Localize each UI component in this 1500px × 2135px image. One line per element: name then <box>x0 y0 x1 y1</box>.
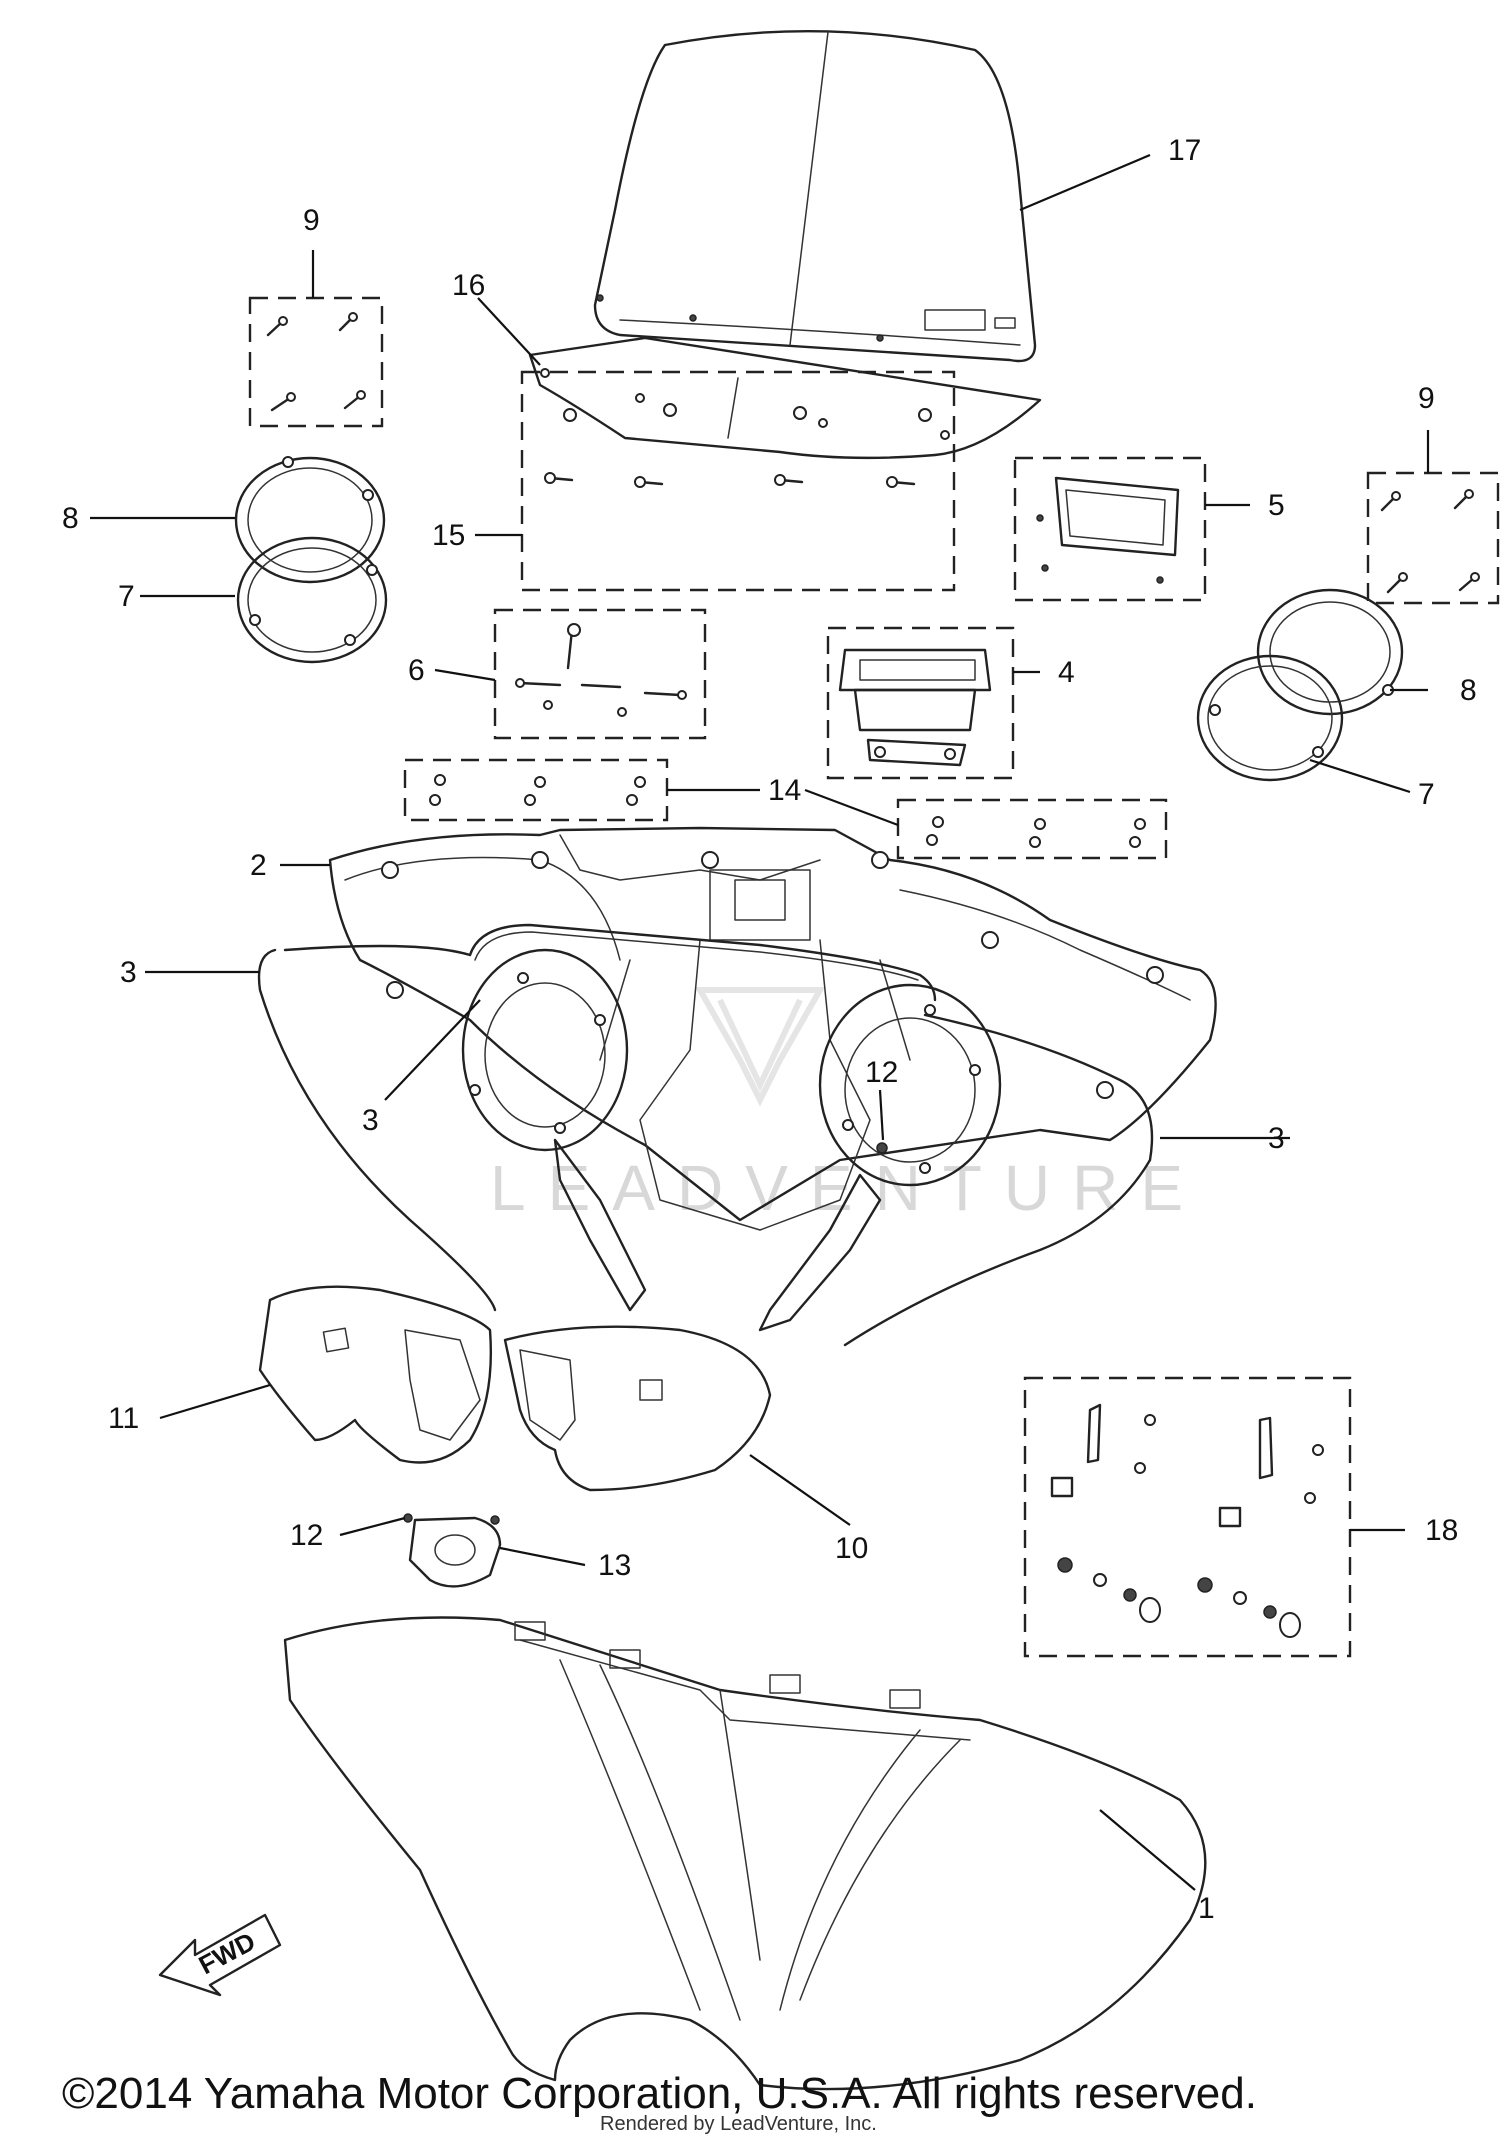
callout-10: 10 <box>835 1532 868 1565</box>
speaker-ring-part-7-right[interactable] <box>1196 654 1344 782</box>
callout-18: 18 <box>1425 1514 1458 1547</box>
callout-13: 13 <box>598 1549 631 1582</box>
seal-part-3-center[interactable] <box>468 923 937 1002</box>
hardware-18 <box>1050 1403 1324 1638</box>
fasteners-14-right <box>926 816 1146 848</box>
hardware-group-18[interactable] <box>1023 1376 1352 1658</box>
callout-8-left: 8 <box>62 502 79 535</box>
callout-9-right: 9 <box>1418 382 1435 415</box>
fwd-label: FWD <box>194 1926 260 1980</box>
bezel-group-5[interactable] <box>1013 456 1207 602</box>
callout-12-upper: 12 <box>865 1056 898 1089</box>
fasteners-14-left <box>429 774 646 806</box>
copyright-notice: ©2014 Yamaha Motor Corporation, U.S.A. A… <box>62 2069 1257 2118</box>
screws-9-left <box>266 312 366 412</box>
rendered-by-notice: Rendered by LeadVenture, Inc. <box>600 2113 877 2135</box>
fasteners-6 <box>515 623 687 717</box>
mount-plate-part-13[interactable] <box>403 1513 502 1588</box>
callout-3-left: 3 <box>120 956 137 989</box>
screws-9-right <box>1380 489 1480 594</box>
fastener-group-15[interactable] <box>520 370 956 592</box>
callout-15: 15 <box>432 519 465 552</box>
seal-part-3-left[interactable] <box>257 944 497 1312</box>
left-speaker-housing <box>461 948 647 1312</box>
speaker-ring-part-8-right[interactable] <box>1256 588 1404 716</box>
inner-fairing-part-2[interactable] <box>328 826 1217 1231</box>
callout-1: 1 <box>1198 1892 1215 1925</box>
fastener-group-14-left[interactable] <box>403 758 669 822</box>
fastener-group-14-right[interactable] <box>896 798 1168 860</box>
lower-cover-part-10[interactable] <box>503 1325 772 1492</box>
display-bezel-part-5 <box>1036 476 1180 584</box>
leader-lines <box>90 153 1430 1891</box>
fastener-group-6[interactable] <box>493 608 707 740</box>
callout-11: 11 <box>108 1402 139 1435</box>
fasteners-15 <box>544 403 932 488</box>
screw-group-9-left[interactable] <box>248 296 384 428</box>
callout-6: 6 <box>408 654 425 687</box>
callout-2: 2 <box>250 849 267 882</box>
callout-8-right: 8 <box>1460 674 1477 707</box>
fwd-arrow-icon: FWD <box>158 1913 282 1997</box>
callout-3-right: 3 <box>1268 1122 1285 1155</box>
callout-5: 5 <box>1268 489 1285 522</box>
callout-7-right: 7 <box>1418 778 1435 811</box>
callout-16: 16 <box>452 269 485 302</box>
watermark-logo <box>694 987 826 1107</box>
callout-3-center: 3 <box>362 1104 379 1137</box>
callout-9-left: 9 <box>303 204 320 237</box>
callout-labels: 17 16 9 9 8 8 7 7 15 5 6 4 14 2 3 3 3 12… <box>62 134 1477 1925</box>
lower-cover-part-11[interactable] <box>258 1285 493 1464</box>
callout-17: 17 <box>1168 134 1201 167</box>
speaker-ring-part-7-left[interactable] <box>236 536 388 664</box>
watermark: LEADVENTURE <box>490 1152 1205 1224</box>
seal-part-3-right[interactable] <box>843 1013 1154 1347</box>
display-housing-group-4[interactable] <box>826 626 1015 780</box>
right-speaker-housing <box>758 983 1002 1332</box>
windshield-part-17[interactable] <box>593 29 1037 363</box>
callout-14: 14 <box>768 774 801 807</box>
outer-fairing-part-1[interactable] <box>283 1616 1207 2091</box>
callout-4: 4 <box>1058 656 1075 689</box>
display-housing-part-4 <box>838 648 992 767</box>
windshield-bracket-part-16[interactable] <box>528 336 1042 460</box>
callout-7-left: 7 <box>118 580 135 613</box>
screw-group-9-right[interactable] <box>1366 471 1500 605</box>
callout-12-lower: 12 <box>290 1519 323 1552</box>
speaker-ring-part-8-left[interactable] <box>234 456 386 584</box>
